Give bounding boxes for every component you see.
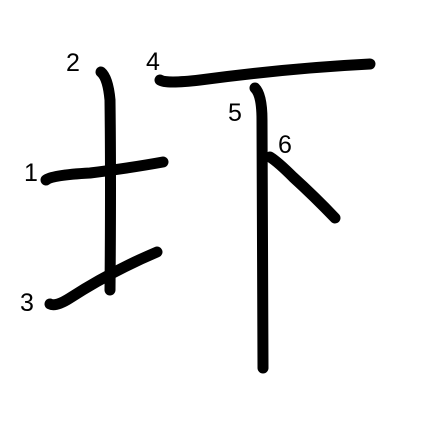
- stroke-number-1: 1: [24, 159, 38, 187]
- stroke-3-path: [44, 246, 163, 311]
- stroke-4-path: [154, 58, 376, 88]
- stroke-number-3: 3: [20, 289, 34, 317]
- stroke-1-path: [40, 156, 169, 186]
- stroke-number-4: 4: [146, 48, 160, 76]
- stroke-5-path: [249, 82, 269, 374]
- stroke-number-2: 2: [66, 49, 80, 77]
- stroke-number-6: 6: [278, 131, 292, 159]
- stroke-paths: [40, 58, 376, 374]
- stroke-6-path: [264, 151, 341, 224]
- stroke-number-5: 5: [228, 99, 242, 127]
- stroke-2-path: [95, 66, 116, 296]
- stroke-numbers: 1 2 3 4 5 6: [20, 48, 292, 317]
